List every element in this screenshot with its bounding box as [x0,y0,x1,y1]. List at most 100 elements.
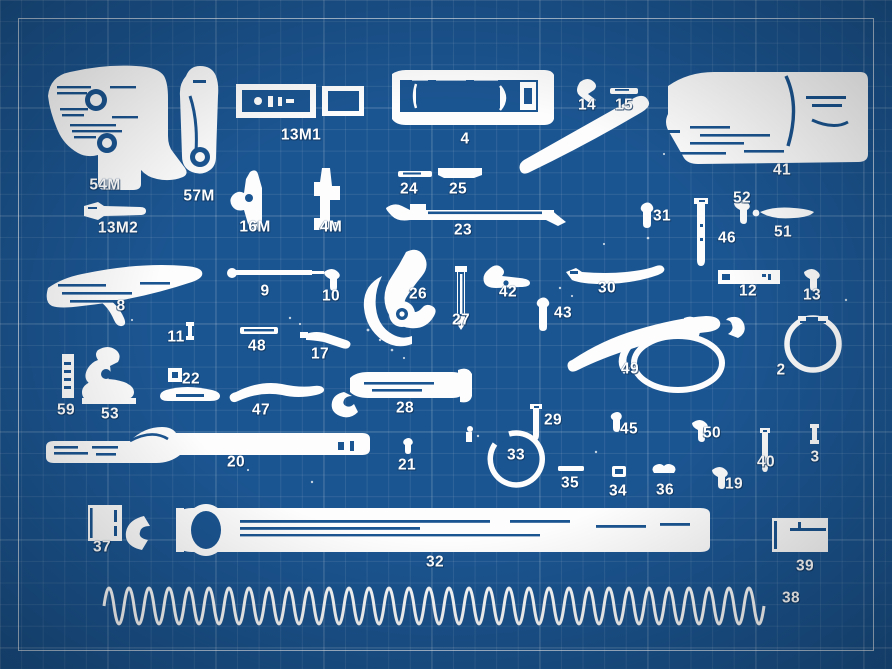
part-shape-43 [536,297,550,331]
part-label-29: 29 [543,411,563,429]
part-label-3: 3 [810,448,820,466]
part-shape-4M [314,168,340,230]
part-label-51: 51 [773,223,793,241]
part-shape-45 [610,412,622,432]
part-label-16M: 16M [239,218,271,236]
part-shape-24 [398,171,432,177]
part-label-11: 11 [167,328,185,346]
part-shape-22 [160,368,220,401]
part-shape-36 [652,464,676,473]
part-shape-39 [772,518,828,552]
part-shape-4 [392,70,554,125]
part-shape-34 [612,466,626,477]
part-label-28: 28 [395,399,415,417]
blueprint-speckles [130,152,848,484]
part-shape-49 [567,316,745,393]
part-label-24: 24 [399,180,419,198]
part-label-35: 35 [560,474,580,492]
part-label-50: 50 [702,424,722,442]
part-shape-59 [62,354,74,398]
part-label-13M1: 13M1 [280,126,322,144]
part-label-9: 9 [260,282,270,300]
part-shape-53 [82,347,136,404]
part-shape-3 [810,424,819,444]
part-label-59: 59 [56,401,76,419]
part-label-45: 45 [619,420,639,438]
part-shape-11 [186,322,194,340]
part-label-12: 12 [738,282,758,300]
part-label-23: 23 [453,221,473,239]
part-label-25: 25 [448,180,468,198]
part-shape-51 [752,207,814,219]
part-label-21: 21 [397,456,417,474]
part-label-4: 4 [460,130,470,148]
part-shape-37 [88,505,122,541]
part-label-47: 47 [251,401,271,419]
part-shape-41 [519,72,868,174]
part-label-19: 19 [724,475,744,493]
part-label-26: 26 [408,285,428,303]
part-label-13: 13 [802,286,822,304]
part-shape-26 [363,249,436,347]
part-shape-46 [694,198,708,266]
part-shape-57M [179,66,219,174]
part-label-57M: 57M [183,187,215,205]
part-label-40: 40 [756,453,776,471]
part-shape-47 [229,383,325,403]
part-shape-25 [438,168,482,178]
part-shape-8 [46,265,203,327]
part-label-49: 49 [620,360,640,378]
part-shape-13M2 [84,202,146,220]
part-label-31: 31 [652,207,672,225]
part-label-8: 8 [116,297,126,315]
part-label-39: 39 [795,557,815,575]
part-shape-30 [566,265,665,284]
part-label-14: 14 [577,96,597,114]
part-label-30: 30 [597,279,617,297]
part-label-15: 15 [614,96,634,114]
part-shape-35 [558,466,584,471]
part-label-43: 43 [553,304,573,322]
part-shape-33 [466,426,545,488]
part-shape-21 [403,438,413,454]
part-shape-9 [227,268,324,278]
part-label-54M: 54M [89,176,121,194]
part-shape-19 [712,467,728,489]
part-label-13M2: 13M2 [97,219,139,237]
part-shape-12 [718,270,780,284]
part-shape-14 [577,79,596,104]
part-shape-52 [734,200,750,224]
part-shape-54M [48,65,187,190]
part-shape-28 [331,368,472,418]
part-shape-27 [455,266,467,330]
part-shape-16M [230,170,262,230]
part-shape-17 [300,332,351,349]
part-shape-10 [324,269,340,291]
part-label-36: 36 [655,481,675,499]
part-shape-13M1 [236,84,364,118]
part-label-42: 42 [498,283,518,301]
part-shape-48 [240,327,278,334]
part-label-10: 10 [321,287,341,305]
part-shape-13 [804,269,820,291]
part-label-17: 17 [310,345,330,363]
part-label-32: 32 [425,553,445,571]
part-shape-23 [386,204,566,226]
part-shape-29 [530,404,542,440]
part-label-27: 27 [451,311,471,329]
part-label-37: 37 [92,538,112,556]
part-shape-32 [125,504,710,556]
part-label-34: 34 [608,482,628,500]
part-shape-38 [102,586,766,626]
part-label-52: 52 [732,189,752,207]
part-shape-40 [760,428,770,472]
part-label-2: 2 [776,361,786,379]
part-label-20: 20 [226,453,246,471]
part-label-38: 38 [781,589,801,607]
part-label-53: 53 [100,405,120,423]
part-label-46: 46 [717,229,737,247]
part-label-4M: 4M [319,218,343,236]
part-shape-50 [692,420,708,442]
part-shape-20 [46,427,370,463]
